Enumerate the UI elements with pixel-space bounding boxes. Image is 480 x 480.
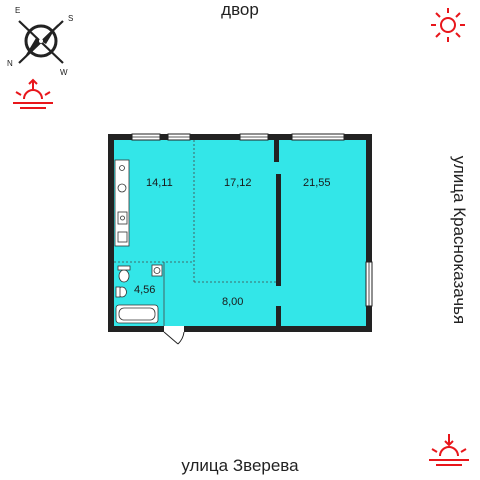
compass-west-label: W: [60, 68, 68, 77]
interior-walls: [274, 140, 281, 326]
partitions: [114, 140, 276, 283]
compass-south-label: S: [68, 14, 74, 23]
room-area-hall: 8,00: [222, 296, 244, 308]
bathroom-fixtures: [115, 264, 163, 324]
street-label-yard: двор: [221, 0, 259, 19]
sunrise-icon: [13, 78, 53, 109]
room-area-bathroom: 4,56: [134, 284, 156, 296]
sunset-icon: [429, 434, 469, 466]
room-area-right: 21,55: [303, 177, 331, 189]
compass-east-label: E: [15, 6, 21, 15]
compass-icon: [18, 20, 64, 64]
apartment-floor: [114, 140, 366, 326]
outer-walls: [108, 134, 372, 332]
room-area-kitchen: 14,11: [146, 177, 173, 189]
street-label-zvereva: улица Зверева: [181, 456, 299, 475]
entrance-door: [163, 331, 185, 345]
sun-icon: [431, 8, 465, 42]
window-lines: [132, 136, 370, 306]
compass-north-label: N: [7, 59, 13, 68]
kitchen-counter: [114, 159, 130, 247]
room-area-middle: 17,12: [224, 177, 252, 189]
